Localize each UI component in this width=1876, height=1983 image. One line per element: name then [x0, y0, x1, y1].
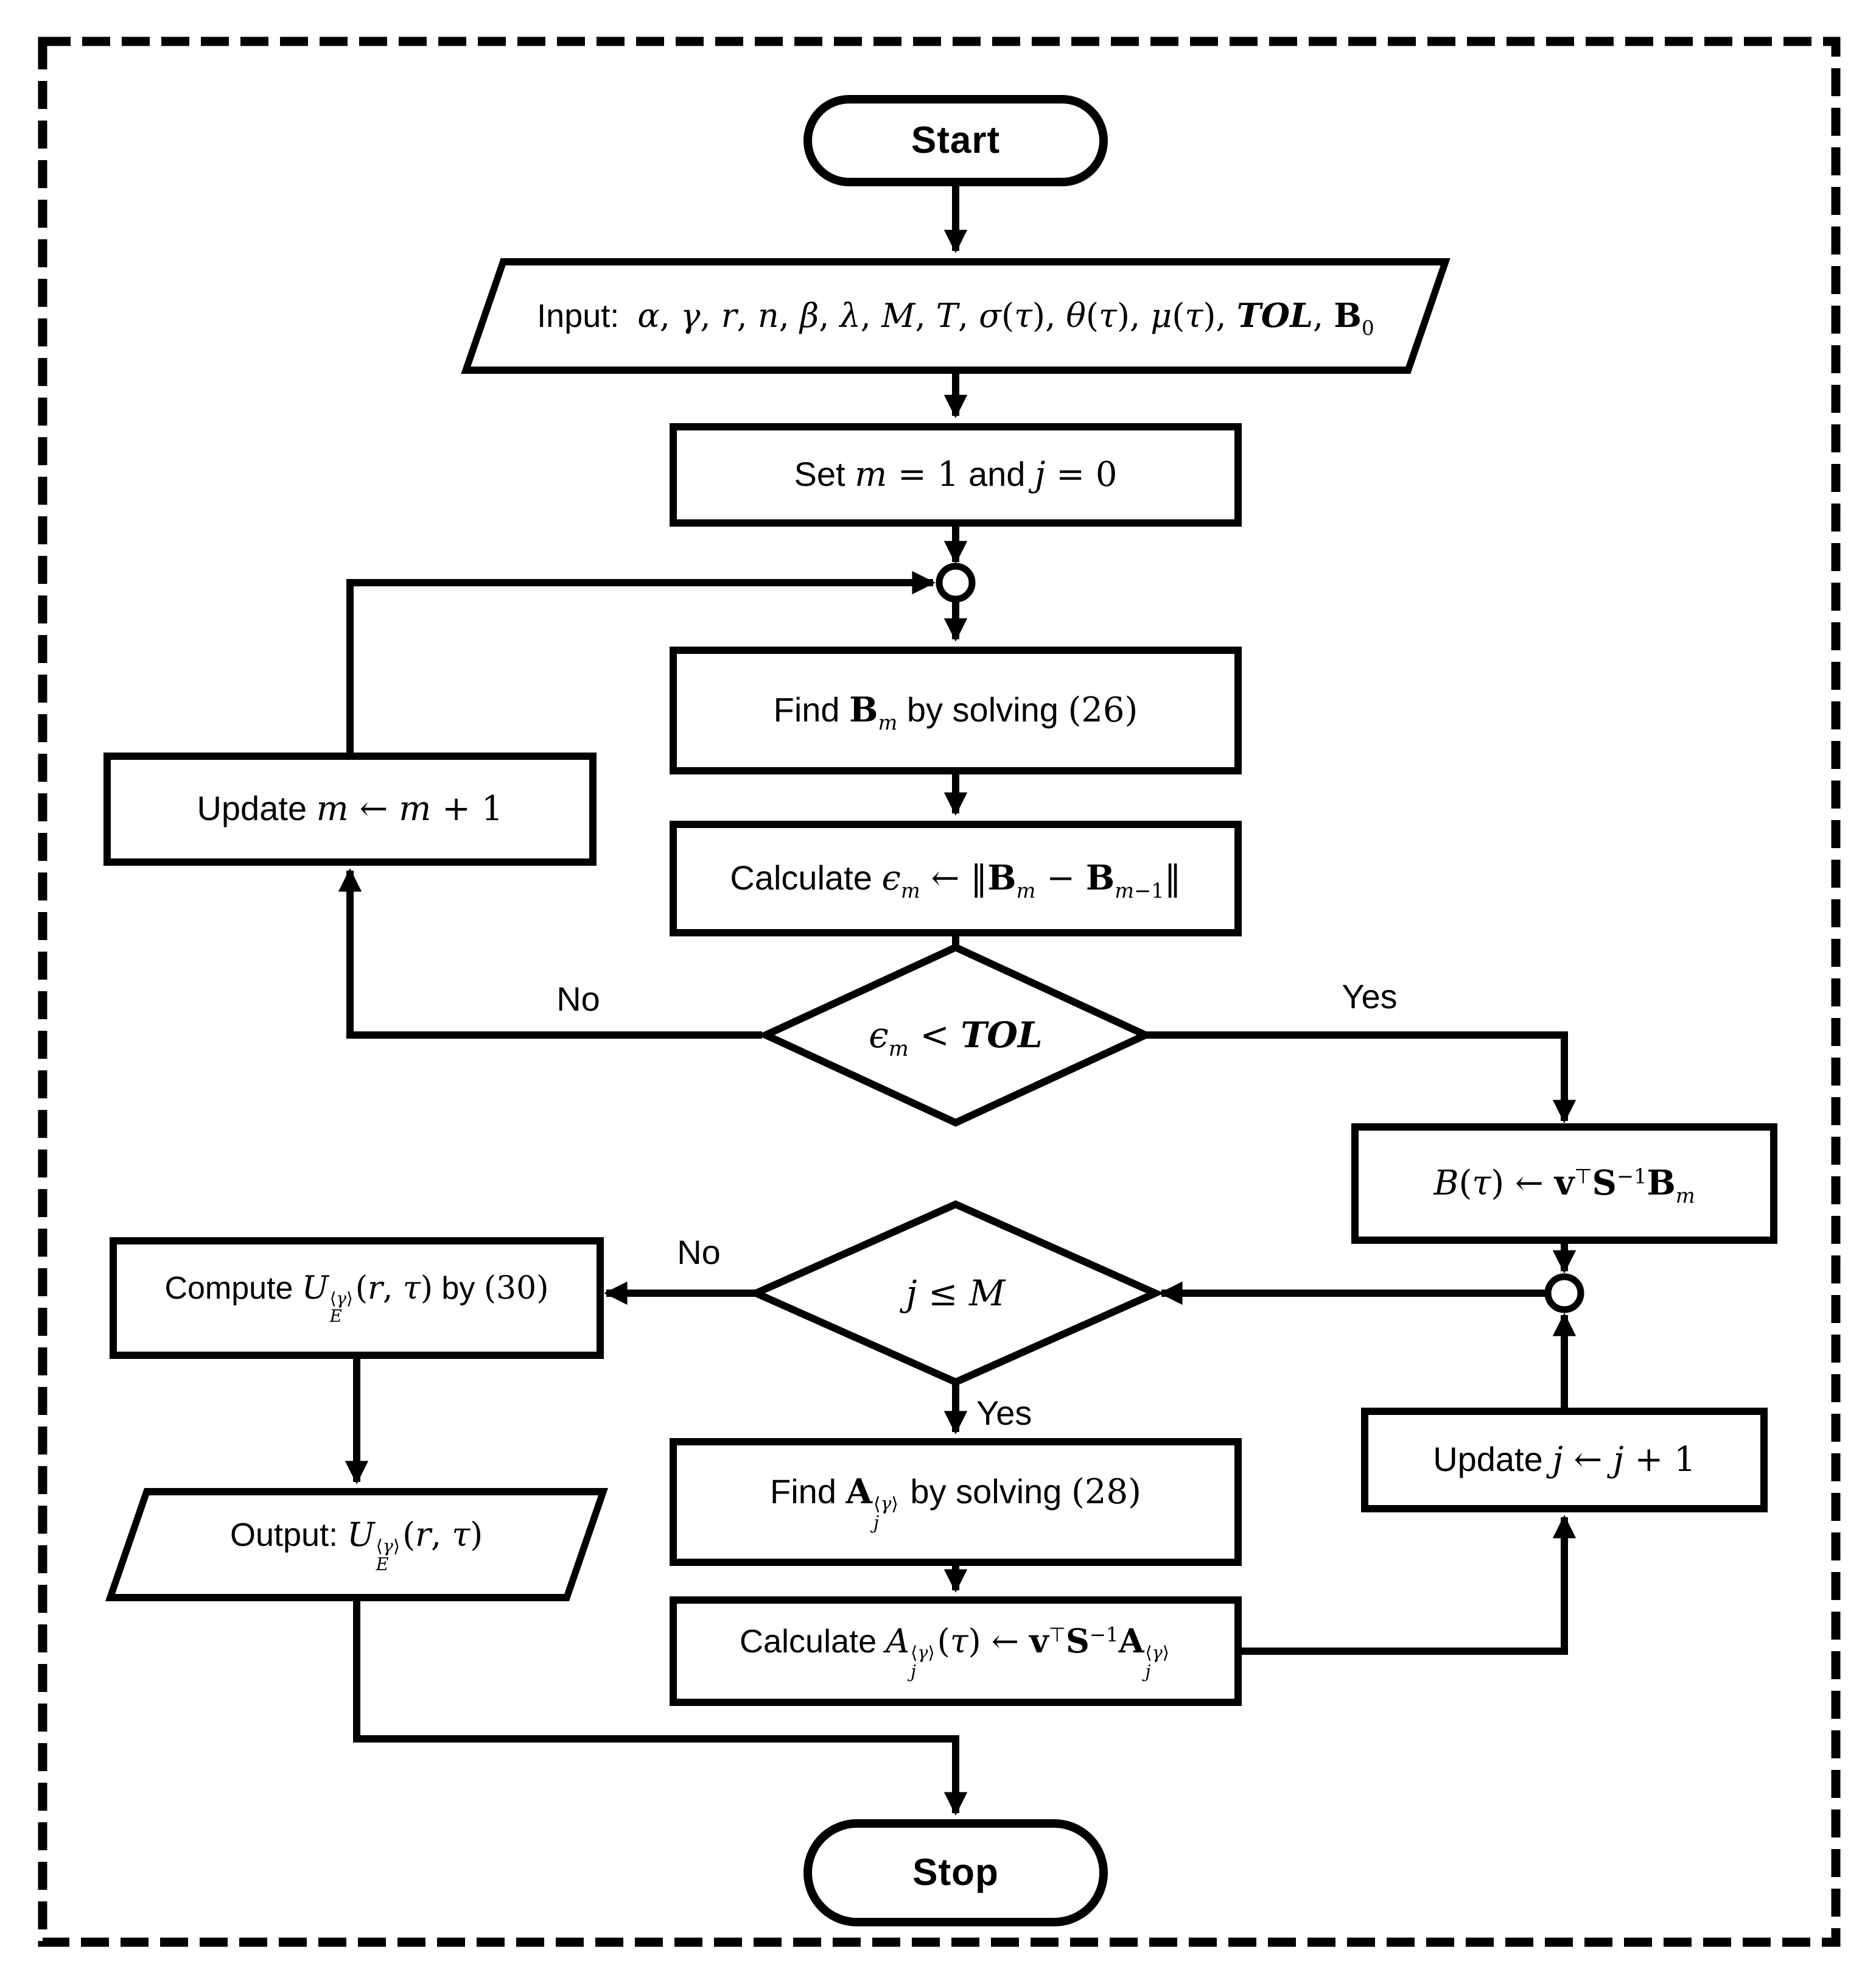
start-label: Start [911, 119, 1001, 162]
update-j-label: Update j ← j + 1 [1433, 1440, 1696, 1480]
find-a-label: Find A⟨γ⟩j by solving (28) [770, 1472, 1141, 1533]
edge-calc-a-to-update-j [1242, 1515, 1577, 1655]
b-tau-process: B(τ) ← v⊤S−1Bm [1351, 1123, 1777, 1244]
outer-dashed-border [38, 37, 1841, 1947]
junction-j-connector [1544, 1273, 1584, 1313]
init-process: Set m = 1 and j = 0 [670, 423, 1242, 527]
stop-terminal: Stop [803, 1819, 1108, 1926]
j-yes-edge-label: Yes [976, 1393, 1032, 1432]
output-label: Output: U⟨γ⟩E(r, τ) [230, 1515, 483, 1574]
tol-yes-edge-label: Yes [1342, 977, 1398, 1016]
input-parallelogram: Input: α, γ, r, n, β, λ, M, T, σ(τ), θ(τ… [461, 258, 1451, 374]
update-m-process: Update m ← m + 1 [103, 753, 597, 866]
output-parallelogram: Output: U⟨γ⟩E(r, τ) [105, 1488, 609, 1601]
find-a-process: Find A⟨γ⟩j by solving (28) [670, 1438, 1242, 1566]
init-label: Set m = 1 and j = 0 [794, 455, 1118, 495]
edge-update-m-to-junction-m [346, 570, 936, 753]
tol-decision-text: ϵm < TOL [869, 1014, 1043, 1061]
calc-a-label: Calculate A⟨γ⟩j(τ) ← v⊤S−1A⟨γ⟩j [740, 1621, 1169, 1682]
calc-a-process: Calculate A⟨γ⟩j(τ) ← v⊤S−1A⟨γ⟩j [670, 1596, 1242, 1706]
input-label: Input: α, γ, r, n, β, λ, M, T, σ(τ), θ(τ… [537, 296, 1374, 340]
edge-tol-yes-to-b-tau [1142, 1031, 1577, 1123]
tol-no-edge-label: No [556, 979, 600, 1018]
start-terminal: Start [803, 95, 1108, 186]
compute-u-label: Compute U⟨γ⟩E(r, τ) by (30) [164, 1269, 549, 1327]
b-tau-label: B(τ) ← v⊤S−1Bm [1433, 1163, 1695, 1208]
find-b-process: Find Bm by solving (26) [670, 647, 1242, 774]
tol-decision-diamond [757, 943, 1155, 1127]
edge-output-to-stop [353, 1601, 968, 1816]
edge-tol-no-to-update-m [338, 868, 762, 1039]
update-j-process: Update j ← j + 1 [1361, 1408, 1768, 1512]
update-m-label: Update m ← m + 1 [197, 789, 503, 829]
j-no-edge-label: No [677, 1232, 721, 1271]
calc-epsilon-process: Calculate ϵm ← ‖Bm − Bm−1‖ [670, 821, 1242, 936]
calc-epsilon-label: Calculate ϵm ← ‖Bm − Bm−1‖ [730, 858, 1181, 903]
compute-u-process: Compute U⟨γ⟩E(r, τ) by (30) [110, 1237, 604, 1359]
j-decision-text: j ≤ M [906, 1272, 1006, 1314]
junction-m-connector [936, 563, 976, 603]
find-b-label: Find Bm by solving (26) [773, 690, 1138, 735]
j-decision-diamond [747, 1200, 1164, 1386]
stop-label: Stop [912, 1851, 999, 1894]
